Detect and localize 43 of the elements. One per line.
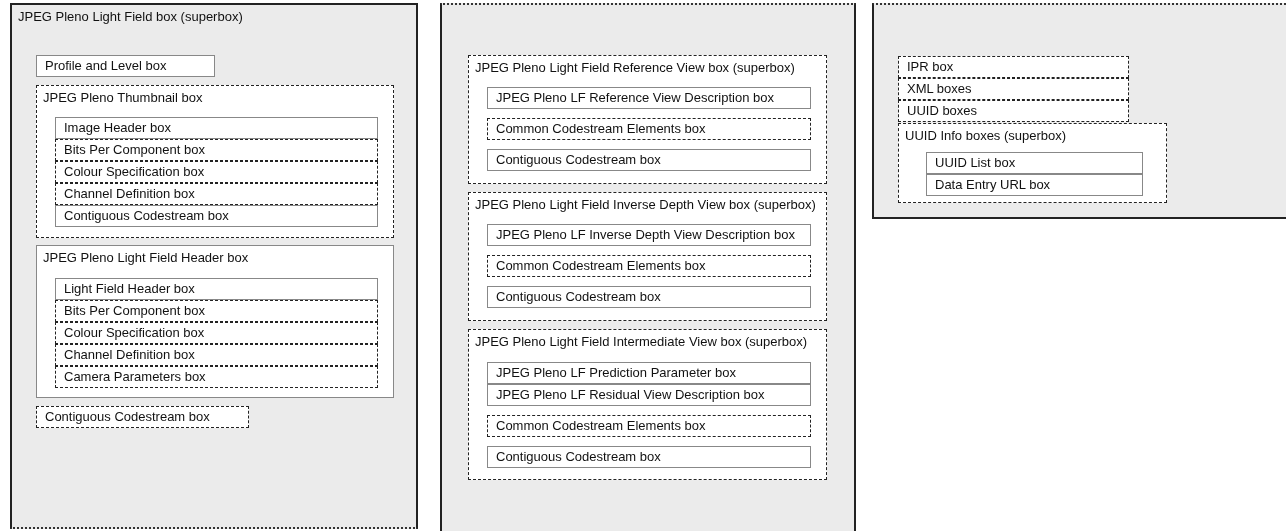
- dashed-row-box: Bits Per Component box: [55, 300, 378, 322]
- dashed-row-box: Channel Definition box: [55, 183, 378, 205]
- superbox-panel: [440, 3, 856, 531]
- row-box: UUID List box: [926, 152, 1143, 174]
- dashed-row-box: Colour Specification box: [55, 161, 378, 183]
- row-box: JPEG Pleno LF Inverse Depth View Description box: [487, 224, 811, 246]
- row-box: Image Header box: [55, 117, 378, 139]
- dashed-row-box: Channel Definition box: [55, 344, 378, 366]
- group-title: JPEG Pleno Light Field Header box: [43, 250, 249, 266]
- row-box: JPEG Pleno LF Residual View Description box: [487, 384, 811, 406]
- dashed-row-box: Common Codestream Elements box: [487, 118, 811, 140]
- row-box: Data Entry URL box: [926, 174, 1143, 196]
- group-title: UUID Info boxes (superbox): [905, 128, 1067, 144]
- row-box: Contiguous Codestream box: [487, 446, 811, 468]
- dashed-row-box: XML boxes: [898, 78, 1129, 100]
- row-box: Contiguous Codestream box: [487, 149, 811, 171]
- dashed-row-box: Common Codestream Elements box: [487, 415, 811, 437]
- superbox-panel: [872, 3, 1286, 219]
- dashed-row-box: Colour Specification box: [55, 322, 378, 344]
- dashed-row-box: Common Codestream Elements box: [487, 255, 811, 277]
- row-box: JPEG Pleno LF Reference View Description box: [487, 87, 811, 109]
- group-title: JPEG Pleno Thumbnail box: [43, 90, 203, 106]
- dashed-row-box: IPR box: [898, 56, 1129, 78]
- group-title: JPEG Pleno Light Field box (superbox): [18, 9, 243, 25]
- row-box: Contiguous Codestream box: [487, 286, 811, 308]
- dashed-row-box: Camera Parameters box: [55, 366, 378, 388]
- dashed-box: Contiguous Codestream box: [36, 406, 249, 428]
- profile-box: Profile and Level box: [36, 55, 215, 77]
- dashed-row-box: UUID boxes: [898, 100, 1129, 122]
- row-box: Contiguous Codestream box: [55, 205, 378, 227]
- dashed-row-box: Bits Per Component box: [55, 139, 378, 161]
- dashed-container-box: [468, 192, 827, 321]
- group-title: JPEG Pleno Light Field Inverse Depth View box (superbox): [475, 197, 816, 213]
- dashed-container-box: [468, 55, 827, 184]
- group-title: JPEG Pleno Light Field Intermediate View box (superbox): [475, 334, 808, 350]
- dashed-container-box: [36, 85, 394, 238]
- container-box: [36, 245, 394, 398]
- row-box: JPEG Pleno LF Prediction Parameter box: [487, 362, 811, 384]
- row-box: Light Field Header box: [55, 278, 378, 300]
- group-title: JPEG Pleno Light Field Reference View box (superbox): [475, 60, 795, 76]
- dashed-container-box: [468, 329, 827, 480]
- dashed-container-box: [898, 123, 1167, 203]
- superbox-panel: [10, 3, 418, 529]
